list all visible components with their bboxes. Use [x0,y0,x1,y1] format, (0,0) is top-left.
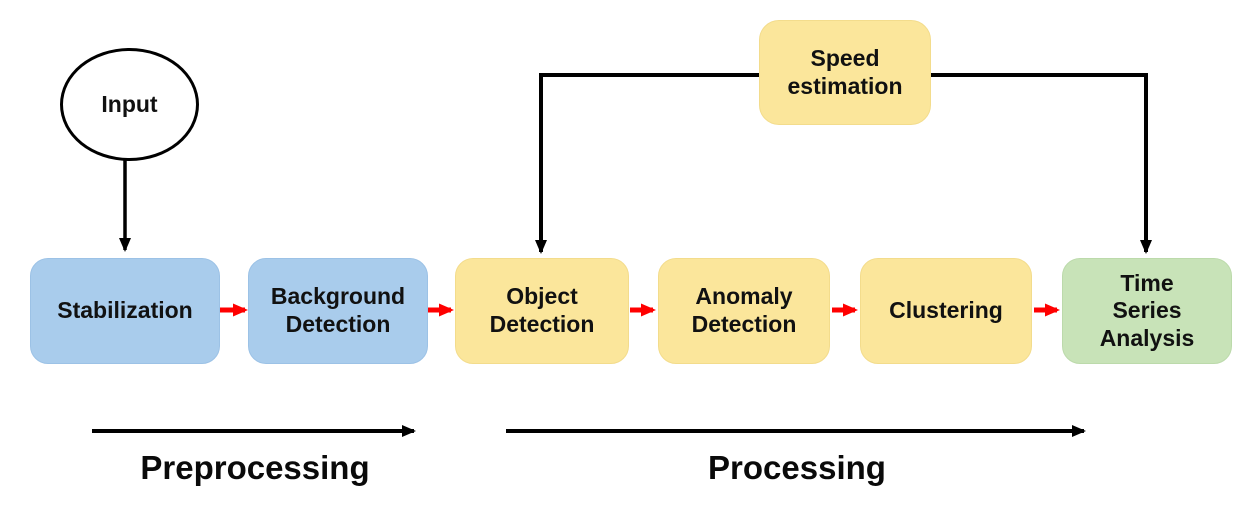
processing-stage-label: Processing [708,449,886,486]
node-anomaly-detection-label-line2: Detection [691,311,797,337]
node-clustering: Clustering [860,258,1032,364]
node-time-series-analysis: Time Series Analysis [1062,258,1232,364]
node-background-detection: Background Detection [248,258,428,364]
node-anomaly-detection: Anomaly Detection [658,258,830,364]
node-speed-estimation: Speed estimation [759,20,931,125]
node-background-detection-label-line2: Detection [285,311,391,337]
node-time-series-analysis-label-line1: Time [1120,269,1174,296]
node-object-detection: Object Detection [455,258,629,364]
preprocessing-stage-label: Preprocessing [140,449,370,486]
node-stabilization-label: Stabilization [57,297,193,324]
node-input: Input [60,48,199,161]
node-time-series-analysis-label-line2: Series [1112,297,1182,324]
node-object-detection-label-line2: Detection [489,311,595,337]
node-speed-estimation-label-line2: estimation [787,72,903,99]
node-background-detection-label-line1: Background [270,283,406,310]
node-stabilization: Stabilization [30,258,220,364]
node-time-series-analysis-label-line3: Analysis [1099,324,1195,351]
node-object-detection-label-line1: Object [506,283,578,310]
node-input-label: Input [101,91,158,117]
node-anomaly-detection-label-line1: Anomaly [695,283,793,310]
node-speed-estimation-label-line1: Speed [810,44,880,71]
node-clustering-label: Clustering [889,297,1003,324]
